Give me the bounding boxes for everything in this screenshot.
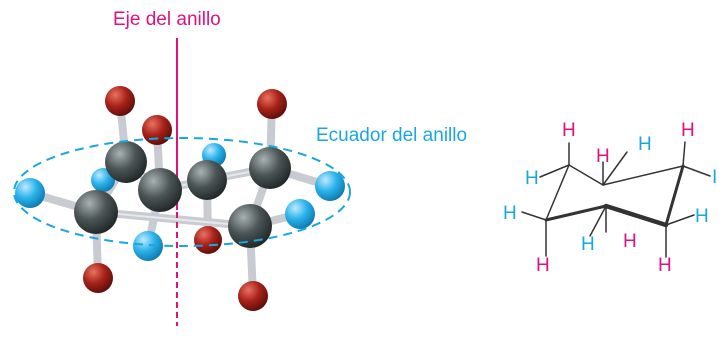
equatorial-atom bbox=[315, 171, 345, 201]
chair-bonds bbox=[521, 141, 711, 258]
axial-atom bbox=[194, 226, 222, 254]
axial-h-label: H bbox=[562, 120, 576, 141]
axial-atom bbox=[257, 89, 287, 119]
carbon-atom bbox=[187, 160, 227, 200]
axial-atom bbox=[83, 263, 113, 293]
carbon-atom bbox=[228, 204, 272, 248]
chair-structure: H H H H H H H H H H H I bbox=[503, 120, 717, 276]
equatorial-atom bbox=[15, 178, 45, 208]
axial-atom bbox=[238, 281, 268, 311]
axial-h-label: H bbox=[681, 120, 695, 141]
carbon-atom bbox=[105, 141, 147, 183]
carbon-atom bbox=[138, 168, 182, 212]
axial-h-label: H bbox=[623, 231, 637, 252]
equatorial-h-label: H bbox=[525, 168, 539, 189]
axial-atom bbox=[142, 115, 172, 145]
axial-atom bbox=[105, 86, 135, 116]
iodine-label: I bbox=[712, 167, 717, 188]
ring-axis-label: Eje del anillo bbox=[113, 9, 221, 30]
equatorial-h-label: H bbox=[638, 134, 652, 155]
ring-equator-label: Ecuador del anillo bbox=[316, 125, 468, 146]
carbon-atom bbox=[249, 147, 291, 189]
equatorial-h-label: H bbox=[695, 206, 709, 227]
axial-h-label: H bbox=[536, 255, 550, 276]
axial-h-label: H bbox=[596, 146, 610, 167]
equatorial-atom bbox=[285, 199, 315, 229]
equatorial-h-label: H bbox=[581, 234, 595, 255]
ball-and-stick-model bbox=[13, 38, 351, 326]
axial-h-label: H bbox=[658, 255, 672, 276]
ring-equator-ellipse bbox=[13, 137, 351, 247]
equatorial-h-label: H bbox=[503, 203, 517, 224]
equatorial-atom bbox=[133, 231, 163, 261]
carbon-atom bbox=[74, 190, 118, 234]
